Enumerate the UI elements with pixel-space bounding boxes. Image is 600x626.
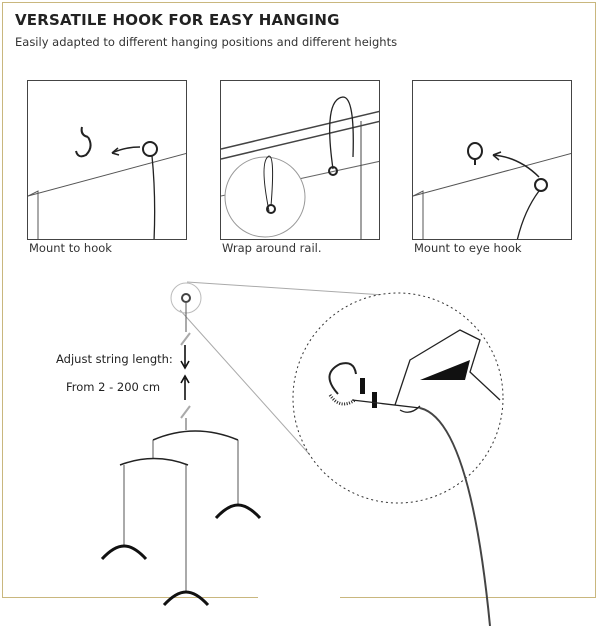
caption-mount-to-hook: Mount to hook bbox=[29, 241, 112, 255]
panel-mount-to-hook bbox=[27, 80, 187, 240]
hook-illustration bbox=[28, 126, 186, 239]
caption-wrap-around-rail: Wrap around rail. bbox=[222, 241, 322, 255]
caption-mount-to-eye-hook: Mount to eye hook bbox=[414, 241, 522, 255]
panel-mount-to-eye-hook bbox=[412, 80, 572, 240]
arrow-down-icon bbox=[180, 345, 190, 370]
frame-gap bbox=[258, 594, 340, 602]
page-subtitle: Easily adapted to different hanging posi… bbox=[15, 35, 398, 49]
page-title: VERSATILE HOOK FOR EASY HANGING bbox=[15, 11, 340, 29]
eye-hook-illustration bbox=[413, 142, 571, 239]
length-range-label: From 2 - 200 cm bbox=[66, 380, 161, 394]
arrow-up-icon bbox=[180, 374, 190, 400]
rail-illustration bbox=[221, 96, 379, 239]
adjust-string-label: Adjust string length: bbox=[56, 352, 173, 366]
panel-wrap-around-rail bbox=[220, 80, 380, 240]
